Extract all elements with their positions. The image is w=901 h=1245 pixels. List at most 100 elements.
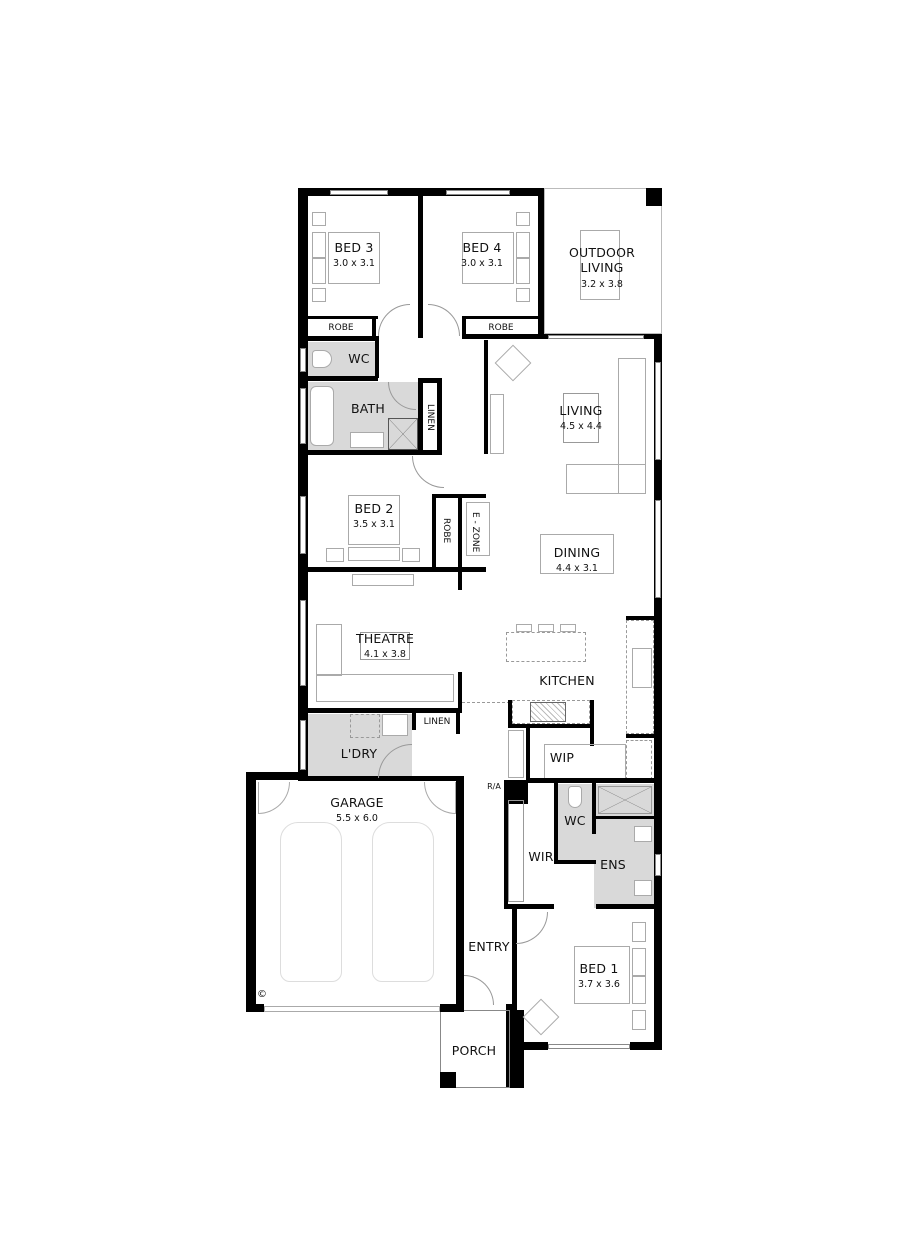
fridge-space [626, 740, 652, 780]
pillow [312, 232, 326, 258]
wall [462, 316, 466, 338]
room-dims-dining: 4.4 x 3.1 [556, 563, 598, 574]
wall [506, 1004, 516, 1012]
wall [538, 188, 544, 334]
window [548, 1044, 630, 1049]
bedside-table [312, 288, 326, 302]
living-rug [563, 393, 599, 443]
wall [418, 378, 440, 383]
window [300, 388, 306, 444]
sofa [566, 464, 646, 494]
toilet-icon [568, 786, 582, 808]
wall [512, 1042, 548, 1050]
basin-icon [350, 432, 384, 448]
room-label-theatre: THEATRE [356, 631, 415, 646]
room-label-ensuite: ENS [600, 857, 626, 872]
wall [654, 780, 662, 1050]
room-label-wc-ensuite: WC [564, 813, 586, 828]
room-label-bed2: BED 2 [354, 501, 394, 516]
outdoor-table [580, 230, 620, 300]
wall [298, 450, 442, 455]
room-dims-bed4: 3.0 x 3.1 [461, 258, 503, 269]
stool [516, 624, 532, 632]
room-label-bed1: BED 1 [579, 961, 619, 976]
wall [458, 494, 462, 590]
wall [626, 616, 656, 620]
dining-table [540, 534, 614, 574]
room-label-wip: WIP [549, 750, 575, 765]
car-icon [372, 822, 434, 982]
sink-icon [632, 648, 652, 688]
stool [560, 624, 576, 632]
door-entry-bed1 [516, 912, 548, 944]
wall [590, 700, 594, 746]
pillow [312, 258, 326, 284]
wall [375, 336, 379, 378]
room-label-wc-upper: WC [348, 351, 370, 366]
washing-machine-space [350, 714, 380, 738]
door-front [464, 975, 494, 1005]
room-label-bed4: BED 4 [462, 240, 502, 255]
wall [432, 494, 436, 570]
car-icon [280, 822, 342, 982]
window [300, 348, 306, 372]
room-label-linen-lower: LINEN [423, 717, 451, 727]
copyright-icon: © [257, 989, 267, 1000]
desk [466, 502, 490, 556]
wall [596, 816, 654, 819]
bedside-table [516, 288, 530, 302]
shower [598, 786, 652, 814]
wall [418, 378, 423, 452]
wall [526, 778, 656, 783]
room-label-laundry: L'DRY [340, 746, 378, 761]
window [300, 496, 306, 554]
theatre-sofa [316, 674, 454, 702]
room-dims-theatre: 4.1 x 3.8 [364, 649, 406, 660]
wall [504, 780, 508, 906]
wall [300, 776, 458, 780]
door-bed2 [412, 456, 444, 488]
wall [596, 904, 656, 909]
opening-line [462, 702, 510, 703]
wall [298, 336, 378, 341]
room-label-kitchen: KITCHEN [539, 673, 595, 688]
room-label-e-zone: E - ZONE [470, 511, 480, 553]
door-bed3 [378, 304, 410, 336]
room-label-bath: BATH [351, 401, 385, 416]
pillow [516, 232, 530, 258]
wall [418, 188, 423, 338]
wall [412, 708, 416, 730]
room-label-porch: PORCH [451, 1043, 497, 1058]
wall [308, 316, 378, 319]
wall [246, 772, 256, 1012]
pillow [632, 948, 646, 976]
wall [592, 782, 596, 834]
toilet-icon [312, 350, 332, 368]
porch-outline [440, 1010, 510, 1088]
armchair [494, 344, 532, 382]
tv-unit [490, 394, 504, 454]
room-label-outdoor-living: OUTDOOR [568, 245, 635, 260]
wall [298, 708, 462, 713]
room-dims-garage: 5.5 x 6.0 [336, 813, 378, 824]
bed [462, 232, 514, 284]
vanity-basin [634, 826, 652, 842]
wall [526, 728, 530, 780]
wall [626, 734, 656, 738]
bedside-table [632, 922, 646, 942]
post [440, 1072, 456, 1088]
wall [298, 567, 486, 572]
wir-shelf [508, 800, 524, 902]
bed [574, 946, 630, 1004]
window [446, 190, 510, 195]
room-label-robe-bed3: ROBE [328, 323, 354, 333]
outdoor-area-outline [544, 188, 662, 334]
room-label-ra: R/A [487, 782, 501, 791]
wall [437, 378, 442, 452]
room-label-robe-bed4: ROBE [488, 323, 514, 333]
wall [512, 908, 517, 1048]
room-label-living: LIVING [559, 403, 603, 418]
theatre-rug [360, 632, 410, 660]
window [300, 600, 306, 686]
